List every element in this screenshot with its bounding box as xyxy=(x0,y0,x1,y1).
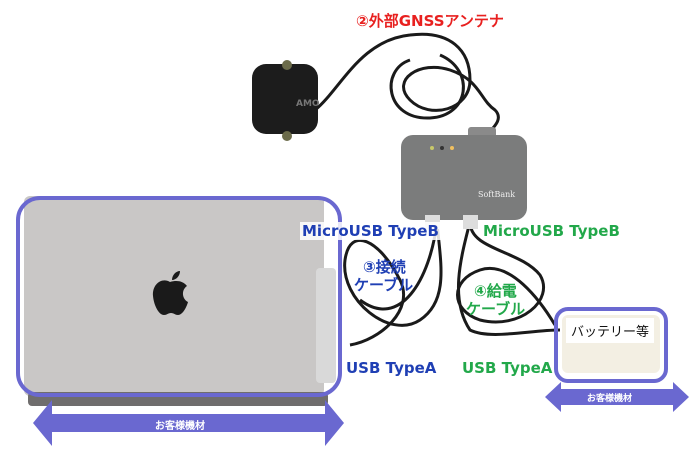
customer-equipment-label-left: お客様機材 xyxy=(155,421,205,432)
connect-cable-microusb-label: MicroUSB TypeB xyxy=(300,222,441,240)
power-cable xyxy=(456,221,557,326)
antenna-label: ②外部GNSSアンテナ xyxy=(356,12,504,30)
connect-cable-strand xyxy=(359,221,439,311)
antenna-cable xyxy=(314,32,500,136)
customer-equipment-arrow-left xyxy=(33,400,344,446)
power-cable-usba-label: USB TypeA xyxy=(462,359,553,377)
connect-cable-label-line1: ③接続 xyxy=(363,258,406,276)
battery-highlight xyxy=(554,307,668,383)
power-cable-label-line2: ケーブル xyxy=(466,300,526,318)
connect-cable-usba-label: USB TypeA xyxy=(346,359,437,377)
connect-cable xyxy=(343,221,443,347)
gnss-antenna xyxy=(252,64,318,134)
antenna-mount-screw xyxy=(282,131,292,141)
power-cable-label-line1: ④給電 xyxy=(474,282,517,300)
antenna-cable-coil xyxy=(389,53,465,120)
connect-cable-label-line2: ケーブル xyxy=(354,276,414,294)
router-status-led xyxy=(440,146,444,150)
battery-label: バッテリー等 xyxy=(566,318,655,343)
antenna-mount-screw xyxy=(282,60,292,70)
antenna-brand-logo: AMO xyxy=(296,99,320,109)
customer-equipment-arrow-right xyxy=(545,382,689,412)
router-status-led xyxy=(450,146,454,150)
power-cable-microusb-label: MicroUSB TypeB xyxy=(483,222,620,240)
router-brand: SoftBank xyxy=(478,190,516,199)
laptop-highlight xyxy=(16,196,342,397)
power-cable-strand xyxy=(457,221,561,336)
laptop-usb-adapter xyxy=(316,268,336,383)
router xyxy=(401,135,527,220)
router-usb-port xyxy=(463,215,478,229)
router-status-led xyxy=(430,146,434,150)
apple-logo-icon xyxy=(152,271,188,315)
customer-equipment-label-right: お客様機材 xyxy=(587,394,633,404)
